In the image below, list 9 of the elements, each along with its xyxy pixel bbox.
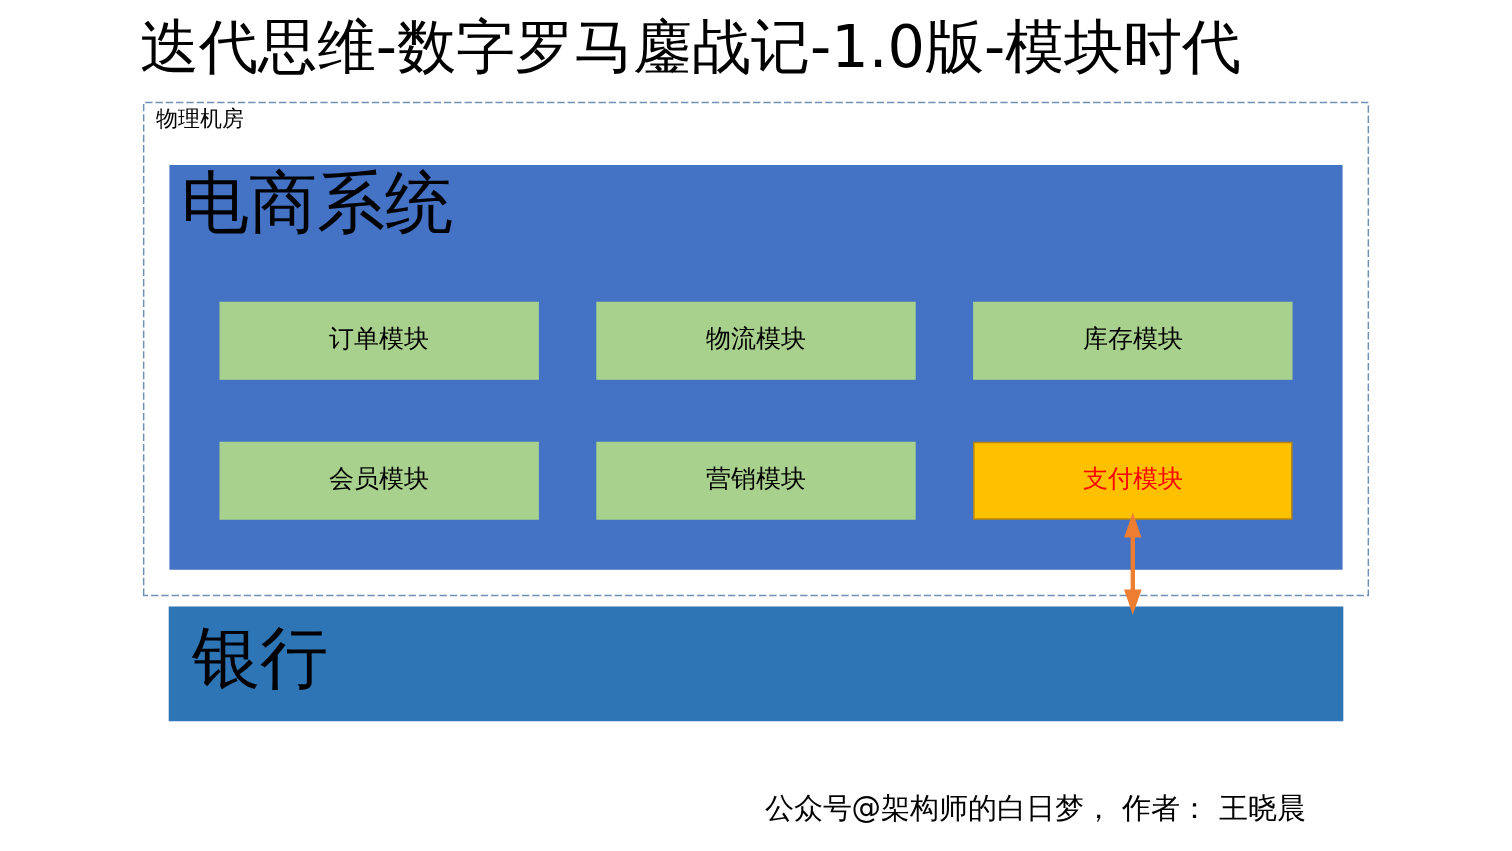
arrow [1124, 512, 1142, 615]
diagram-title: 迭代思维-数字罗马鏖战记-1.0版-模块时代 [139, 12, 1242, 82]
node-box: 支付模块 [973, 441, 1293, 520]
caption: 公众号@架构师的白日梦， 作者： 王晓晨 [764, 790, 1306, 825]
node-box: 营销模块 [596, 441, 916, 520]
node-box: 物流模块 [596, 301, 916, 380]
node-box: 订单模块 [219, 301, 539, 380]
node-box: 会员模块 [219, 441, 539, 520]
node-box: 库存模块 [973, 301, 1293, 380]
